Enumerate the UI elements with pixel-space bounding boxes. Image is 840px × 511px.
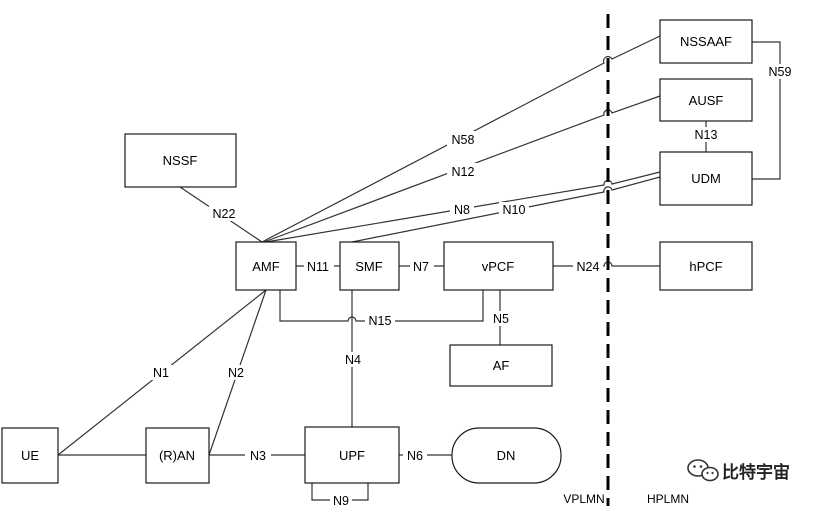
label-n10: N10 <box>503 203 526 217</box>
label-n15: N15 <box>369 314 392 328</box>
link-nssaaf-udm <box>752 41 781 180</box>
wechat-icon <box>687 459 719 482</box>
interface-labels: N58 N12 N8 N10 N22 N13 N59 N11 N7 N24 N1… <box>150 64 794 508</box>
node-nssf: NSSF <box>124 133 237 188</box>
label-n11: N11 <box>307 260 329 274</box>
node-af: AF <box>449 344 553 387</box>
label-n1: N1 <box>153 366 169 380</box>
label-n7: N7 <box>413 260 429 274</box>
label-n59: N59 <box>769 65 792 79</box>
label-n3: N3 <box>250 449 266 463</box>
ue-label: UE <box>21 448 39 463</box>
nssaaf-label: NSSAAF <box>680 34 732 49</box>
node-ue: UE <box>1 427 59 484</box>
ran-label: (R)AN <box>159 448 195 463</box>
upf-label: UPF <box>339 448 365 463</box>
label-n22: N22 <box>213 207 236 221</box>
dn-label: DN <box>497 448 516 463</box>
node-upf: UPF <box>304 426 400 484</box>
label-n8: N8 <box>454 203 470 217</box>
amf-label: AMF <box>252 259 280 274</box>
node-nssaaf: NSSAAF <box>659 19 753 64</box>
smf-label: SMF <box>355 259 383 274</box>
af-label: AF <box>493 358 510 373</box>
node-udm: UDM <box>659 151 753 206</box>
label-n6: N6 <box>407 449 423 463</box>
label-n5: N5 <box>493 312 509 326</box>
node-hpcf: hPCF <box>659 241 753 291</box>
node-vpcf: vPCF <box>443 241 554 291</box>
node-dn: DN <box>451 427 562 484</box>
udm-label: UDM <box>691 171 721 186</box>
nssf-label: NSSF <box>163 153 198 168</box>
node-amf: AMF <box>235 241 297 291</box>
label-n12: N12 <box>452 165 475 179</box>
label-n24: N24 <box>577 260 600 274</box>
node-ran: (R)AN <box>145 427 210 484</box>
node-smf: SMF <box>339 241 400 291</box>
hplmn-label: HPLMN <box>647 492 689 506</box>
label-n13: N13 <box>695 128 718 142</box>
vpcf-label: vPCF <box>482 259 515 274</box>
node-ausf: AUSF <box>659 78 753 122</box>
link-smf-udm <box>351 176 661 243</box>
link-amf-nssaaf <box>261 35 661 243</box>
label-n58: N58 <box>452 133 475 147</box>
label-n4: N4 <box>345 353 361 367</box>
hpcf-label: hPCF <box>689 259 722 274</box>
watermark: 比特宇宙 <box>687 459 790 483</box>
vplmn-label: VPLMN <box>563 492 604 506</box>
ausf-label: AUSF <box>689 93 724 108</box>
watermark-text: 比特宇宙 <box>722 462 790 483</box>
label-n2: N2 <box>228 366 244 380</box>
label-n9: N9 <box>333 494 349 508</box>
